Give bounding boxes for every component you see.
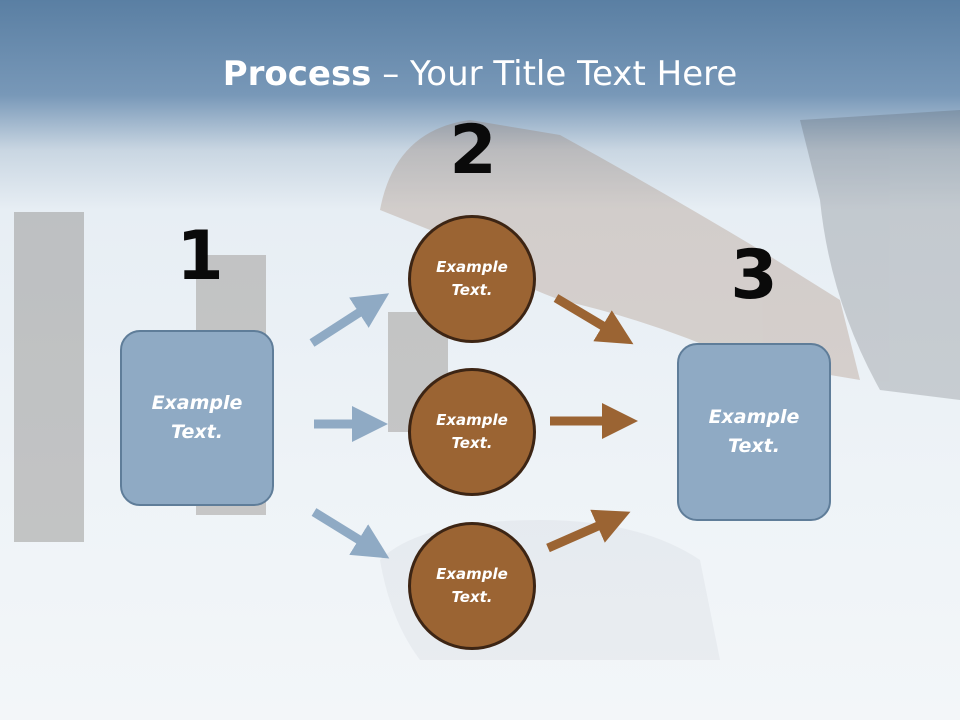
left-box-text: Example Text. [151,392,243,443]
arrow-from-circle-1 [553,294,634,345]
title-bold: Process [222,54,372,94]
circle-2-text: Example Text. [436,411,508,452]
arrow-from-circle-3 [546,509,631,553]
left-process-box: Example Text. [120,330,274,506]
circle-1-text: Example Text. [436,258,508,299]
process-circle-2: Example Text. [408,368,536,496]
step-number-3: 3 [730,236,778,315]
process-circle-1: Example Text. [408,215,536,343]
step-number-1: 1 [176,217,224,296]
process-circle-3: Example Text. [408,522,536,650]
slide-title: Process – Your Title Text Here [0,52,960,96]
arrow-to-circle-1 [309,293,390,347]
arrow-to-circle-3 [311,508,390,559]
circle-3-text: Example Text. [436,565,508,606]
right-process-box: Example Text. [677,343,831,521]
step-number-2: 2 [449,111,497,190]
title-rest: – Your Title Text Here [371,54,738,94]
right-box-text: Example Text. [708,406,800,457]
